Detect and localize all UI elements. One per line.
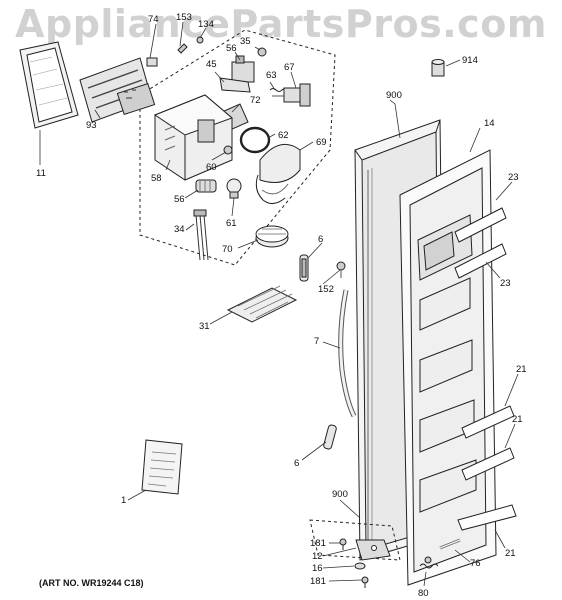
callout-7: 7 <box>314 336 319 347</box>
part-21-bin-bar-middle[interactable] <box>461 447 515 481</box>
callout-21-lower: 21 <box>505 548 516 559</box>
art-number-caption: (ART NO. WR19244 C18) <box>39 578 144 588</box>
part-914-cap[interactable] <box>431 59 445 77</box>
part-69-chute-arm[interactable] <box>255 143 301 204</box>
callout-34: 34 <box>174 224 185 235</box>
callout-6-upper: 6 <box>318 234 323 245</box>
callout-16: 16 <box>312 563 323 574</box>
callout-900-bottom: 900 <box>332 489 348 500</box>
callout-56-lower: 56 <box>174 194 185 205</box>
part-21-bin-bar-lower[interactable] <box>457 504 517 531</box>
callout-12: 12 <box>312 551 323 562</box>
part-45-bracket[interactable] <box>219 77 251 93</box>
callout-70: 70 <box>222 244 233 255</box>
callout-67: 67 <box>284 62 295 73</box>
part-900-hinge-group <box>309 519 401 561</box>
part-76-cam[interactable] <box>439 538 461 550</box>
callout-181-bottom: 181 <box>310 576 326 587</box>
callout-152: 152 <box>318 284 334 295</box>
callout-62: 62 <box>278 130 289 141</box>
callout-21-upper: 21 <box>516 364 527 375</box>
callout-93: 93 <box>86 120 97 131</box>
part-56-lamp-socket[interactable] <box>195 179 217 193</box>
part-80-spring[interactable] <box>419 556 439 569</box>
callout-58: 58 <box>151 173 162 184</box>
callout-900-top: 900 <box>386 90 402 101</box>
part-67-solenoid[interactable] <box>283 83 311 107</box>
callout-6-lower: 6 <box>294 458 299 469</box>
callout-1: 1 <box>121 495 126 506</box>
callout-80: 80 <box>418 588 429 599</box>
part-23-shelf-upper[interactable] <box>454 207 507 279</box>
part-62-ring-gear[interactable] <box>239 126 271 154</box>
part-31-drip-tray[interactable] <box>226 285 298 323</box>
callout-76: 76 <box>470 558 481 569</box>
part-21-bin-bar-upper[interactable] <box>461 405 515 439</box>
part-12-hinge[interactable] <box>355 539 391 561</box>
callout-153: 153 <box>176 12 192 23</box>
callout-31: 31 <box>199 321 210 332</box>
part-181-screw-bottom[interactable] <box>361 576 369 588</box>
part-153-screw[interactable] <box>177 43 188 54</box>
part-181-screw-top[interactable] <box>339 538 347 550</box>
leader-lines <box>39 21 519 587</box>
callout-45: 45 <box>206 59 217 70</box>
dispenser-assembly-outline <box>139 29 336 266</box>
callout-11: 11 <box>36 168 46 179</box>
part-34-wire-harness[interactable] <box>193 209 209 261</box>
part-70-round-lens[interactable] <box>255 225 289 248</box>
callout-23-upper: 23 <box>508 172 519 183</box>
callout-56-top: 56 <box>226 43 237 54</box>
callout-74: 74 <box>148 14 159 25</box>
part-61-bulb[interactable] <box>226 178 242 199</box>
callout-69: 69 <box>316 137 327 148</box>
callout-60: 60 <box>206 162 217 173</box>
part-1-owners-manual[interactable] <box>141 439 183 495</box>
part-74-label-tab[interactable] <box>146 57 158 67</box>
callout-63: 63 <box>266 70 277 81</box>
part-56-switch-top[interactable] <box>231 55 255 83</box>
part-11-dispenser-cover[interactable] <box>19 41 79 129</box>
callout-35: 35 <box>240 36 251 47</box>
callout-134: 134 <box>198 19 214 30</box>
callout-labels: 74 153 134 56 35 914 45 63 67 900 72 93 … <box>36 12 527 599</box>
callout-61: 61 <box>226 218 237 229</box>
callout-72: 72 <box>250 95 261 106</box>
part-7-door-handle[interactable] <box>338 289 357 418</box>
part-93-control-panel[interactable] <box>79 57 156 123</box>
part-6-handle-cap-upper[interactable] <box>299 254 309 282</box>
callout-181-top: 181 <box>310 538 326 549</box>
part-16-bushing[interactable] <box>354 562 366 570</box>
callout-23-lower: 23 <box>500 278 511 289</box>
callout-14: 14 <box>484 118 495 129</box>
part-6-handle-cap-lower[interactable] <box>323 424 337 450</box>
part-134-screw[interactable] <box>196 36 204 44</box>
callout-914: 914 <box>462 55 478 66</box>
part-152-screw[interactable] <box>336 261 346 278</box>
part-58-dispenser-housing[interactable] <box>153 94 233 181</box>
callout-21-middle: 21 <box>512 414 523 425</box>
